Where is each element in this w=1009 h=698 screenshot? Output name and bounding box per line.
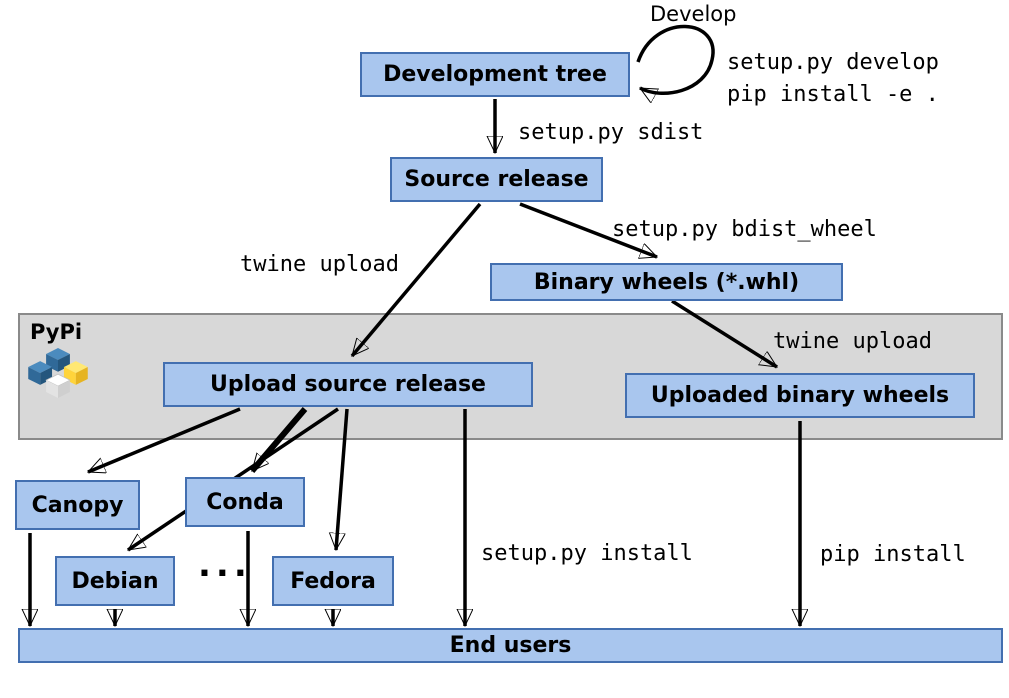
arrow-upload-to-canopy — [88, 407, 241, 474]
node-fedora: Fedora — [272, 556, 394, 606]
node-end-users: End users — [18, 628, 1003, 663]
node-upload-source-release: Upload source release — [163, 362, 533, 407]
pypi-label: PyPi — [30, 320, 83, 344]
node-debian: Debian — [55, 556, 175, 606]
node-conda: Conda — [185, 477, 305, 527]
arrow-upload-to-fedora — [336, 408, 349, 550]
label-twine-upload-source: twine upload — [240, 252, 399, 277]
label-pip-install: pip install — [820, 542, 966, 567]
label-setup-bdist-wheel: setup.py bdist_wheel — [612, 217, 877, 242]
arrow-source-to-upload-source — [350, 202, 482, 358]
arrow-source-to-binary-wheels — [519, 202, 657, 257]
node-canopy: Canopy — [15, 480, 140, 530]
node-uploaded-binary-wheels: Uploaded binary wheels — [625, 373, 975, 418]
node-development-tree: Development tree — [360, 52, 630, 97]
label-develop: Develop — [650, 2, 737, 26]
node-binary-wheels: Binary wheels (*.whl) — [490, 263, 843, 301]
label-setup-sdist: setup.py sdist — [518, 120, 704, 145]
more-distros-ellipsis: ... — [198, 545, 252, 585]
develop-loop-arrow — [636, 24, 715, 93]
label-setup-develop: setup.py develop — [727, 50, 939, 75]
node-source-release: Source release — [390, 157, 603, 202]
arrow-binary-wheels-to-uploaded — [671, 299, 777, 369]
label-twine-upload-wheels: twine upload — [773, 329, 932, 354]
label-pip-install-editable: pip install -e . — [727, 82, 939, 107]
pypi-logo — [28, 348, 88, 398]
label-setup-install: setup.py install — [481, 541, 693, 566]
